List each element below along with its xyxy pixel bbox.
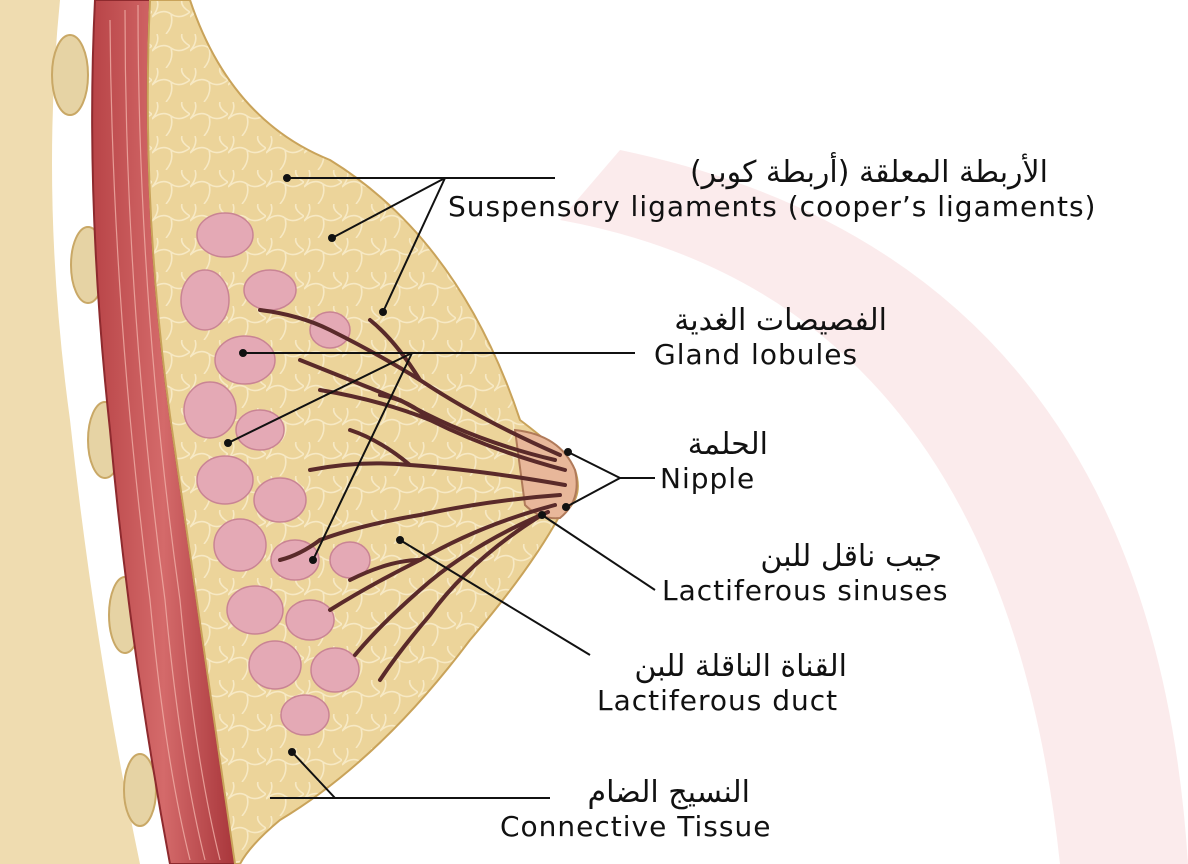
label-arabic: الأربطة المعلقة (أربطة كوبر) — [448, 156, 1048, 190]
label-english: Nipple — [660, 462, 780, 496]
label-english: Connective Tissue — [500, 810, 810, 844]
label-nipple: الحلمة Nipple — [660, 428, 780, 496]
sinuses-leader — [542, 515, 655, 590]
label-arabic: النسيج الضام — [500, 776, 750, 810]
label-suspensory-ligaments: الأربطة المعلقة (أربطة كوبر) Suspensory … — [448, 156, 1178, 224]
label-english: Suspensory ligaments (cooper’s ligaments… — [448, 190, 1178, 224]
background-arc — [560, 150, 1188, 864]
label-arabic: القناة الناقلة للبن — [597, 650, 847, 684]
label-lactiferous-duct: القناة الناقلة للبن Lactiferous duct — [597, 650, 877, 718]
label-connective-tissue: النسيج الضام Connective Tissue — [500, 776, 810, 844]
label-arabic: الحلمة — [660, 428, 768, 462]
nipple-leader — [566, 452, 655, 507]
label-english: Gland lobules — [632, 338, 887, 372]
label-english: Lactiferous duct — [597, 684, 877, 718]
label-arabic: الفصيصات الغدية — [632, 304, 887, 338]
label-gland-lobules: الفصيصات الغدية Gland lobules — [632, 304, 887, 372]
label-english: Lactiferous sinuses — [662, 574, 992, 608]
label-lactiferous-sinuses: جيب ناقل للبن Lactiferous sinuses — [662, 540, 992, 608]
label-arabic: جيب ناقل للبن — [662, 540, 942, 574]
